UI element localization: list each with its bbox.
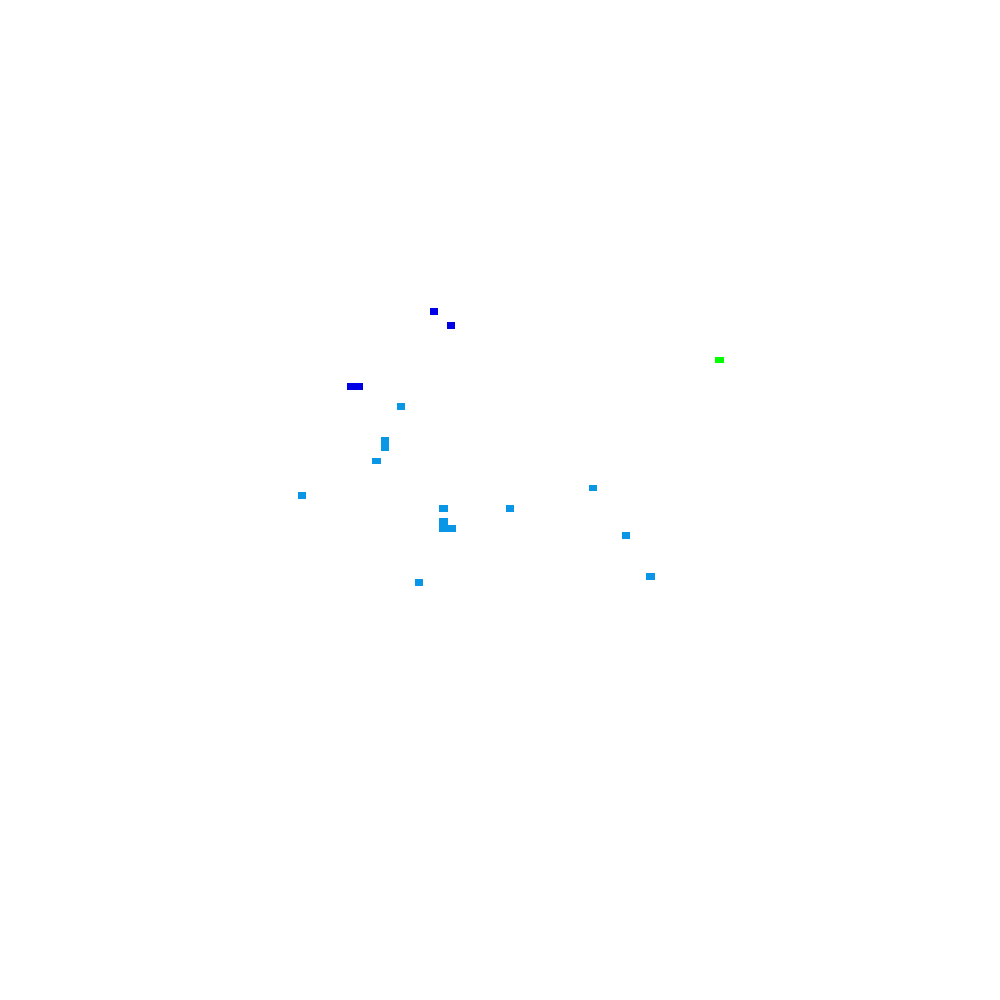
- dot-mark-sky-blue: [506, 505, 514, 512]
- dot-mark-sky-blue: [622, 532, 630, 539]
- dot-mark-sky-blue: [381, 437, 389, 451]
- dot-mark-navy-blue: [430, 308, 438, 315]
- dot-mark-sky-blue: [589, 485, 597, 491]
- dot-mark-navy-blue: [447, 322, 455, 329]
- dot-mark-sky-blue: [372, 458, 381, 464]
- dot-mark-sky-blue: [448, 525, 456, 532]
- dot-mark-sky-blue: [415, 579, 423, 586]
- dot-mark-navy-blue: [347, 383, 363, 390]
- dot-mark-sky-blue: [298, 492, 306, 499]
- marks-layer: [298, 308, 724, 586]
- dot-mark-sky-blue: [439, 505, 448, 512]
- dot-mark-sky-blue: [397, 403, 405, 410]
- dot-mark-green: [715, 357, 724, 363]
- dot-mark-sky-blue: [439, 518, 448, 532]
- dot-mark-sky-blue: [646, 573, 655, 580]
